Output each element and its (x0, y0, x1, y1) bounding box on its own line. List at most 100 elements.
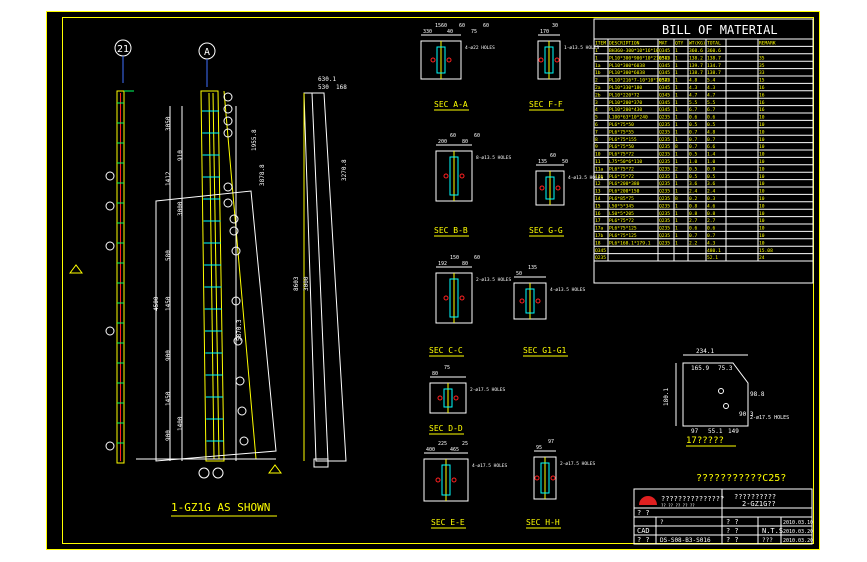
bom-cell: Q345 (659, 92, 670, 98)
sec-g-g-hole (555, 185, 561, 191)
part-bubble (223, 104, 233, 114)
sec-b-b-dim: 60 (474, 133, 480, 139)
bom-cell: 1b (595, 70, 601, 76)
sec-g1-g1-dim: 135 (528, 265, 537, 271)
sec-f-f-dim: 170 (540, 29, 549, 35)
company-logo (639, 496, 657, 505)
bom-cell: PL6*75*125 (609, 226, 637, 232)
dim-910: 910 (177, 150, 184, 161)
bom-cell: Q235 (659, 211, 670, 217)
bom-cell: 24 (759, 255, 765, 261)
side-view: 8603 3000 3270.8 630.1 530 168 (293, 76, 348, 468)
bom-cell: 2.4 (707, 189, 716, 195)
sec-d-d-hole (437, 395, 443, 401)
drawing-number: DS-S08-B3-S016 (660, 537, 711, 544)
bom-cell: L50*5*345 (609, 203, 634, 209)
bom-cell: 10 (759, 115, 765, 121)
company-name: ??????????????? (661, 495, 724, 503)
dim-630-1: 630.1 (318, 76, 336, 83)
bom-cell: 10 (759, 218, 765, 224)
dim-580: 580 (165, 250, 172, 261)
sec-b-b-hole (459, 173, 465, 179)
sec-g1-g1-stiffener (525, 288, 535, 314)
bom-cell: 17a (595, 226, 604, 232)
bom-cell: 2 (595, 78, 598, 84)
bom-cell: 0.8 (689, 203, 698, 209)
sec-a-a-hole (430, 57, 436, 63)
bom-cell: Q235 (659, 218, 670, 224)
sec-c-c-dim: 60 (474, 255, 480, 261)
sec-h-h-hole (534, 475, 540, 481)
bom-cell: 0.9 (707, 166, 716, 172)
bom-header-cell: WT(KG) (689, 41, 706, 47)
bom-cell: PL6*200*380 (609, 181, 640, 187)
sec-b-b-dim: 80 (462, 139, 468, 145)
outer-frame (46, 11, 820, 550)
bom-cell: Q235 (659, 226, 670, 232)
bom-cell: PL6*75*50 (609, 122, 634, 128)
bom-cell: 1 (675, 174, 678, 180)
bom-cell: 2a (595, 85, 601, 91)
bom-cell: Q235 (659, 196, 670, 202)
bom-header-cell: DESCRIPTION (609, 41, 640, 47)
sec-c-c-dim: 150 (450, 255, 459, 261)
dim-1450b: 1450 (165, 391, 172, 406)
sec-g1-g1-hole (519, 298, 525, 304)
bom-cell: 35 (759, 55, 765, 61)
bom-cell: 1 (675, 159, 678, 165)
drawing-name: ?????????? (734, 493, 776, 501)
bom-cell: 16 (759, 100, 765, 106)
bom-cell: 138.7 (707, 70, 721, 76)
bom-cell: 0.5 (707, 122, 716, 128)
bom-cell: 4 (595, 107, 598, 113)
bom-cell: 4.6 (707, 203, 716, 209)
dim-1955-8: 1955.8 (251, 129, 258, 151)
bom-cell: 360.6 (707, 48, 721, 54)
sec-e-e-dim: 225 (438, 441, 447, 447)
sec-g-g-dim: 135 (538, 159, 547, 165)
bom-cell: 0.6 (689, 226, 698, 232)
detail-17-plate (682, 362, 749, 427)
sec-g-g-stiffener (545, 176, 555, 200)
sec-g1-g1-label: SEC G1-G1 (523, 346, 567, 355)
sec-d-d-holes: 2-ø17.5 HOLES (470, 387, 506, 393)
detail-17: 234.1 165.9 75.3 180.1 98.8 90.3 97 55.1… (663, 348, 789, 447)
wind-frame-outline (155, 190, 277, 462)
sec-g1-g1-hole (535, 298, 541, 304)
sec-e-e-label: SEC E-E (431, 518, 465, 527)
bom-cell: 0.7 (689, 144, 698, 150)
part-bubble (223, 198, 233, 208)
bom-cell: 3 (595, 100, 598, 106)
bom-cell: Q345 (659, 48, 670, 54)
bom-cell: 1 (675, 233, 678, 239)
sec-a-a-dim: 75 (471, 29, 477, 35)
bom-cell: 9 (595, 144, 598, 150)
bom-cell: 18 (595, 240, 601, 246)
sec-g1-g1-dim: 50 (516, 271, 522, 277)
detail-17-dim-right: 75.3 (718, 365, 733, 372)
part-bubble (105, 171, 115, 181)
sec-g-g-hole (539, 185, 545, 191)
bom-cell: 4.7 (707, 92, 716, 98)
detail-17-dim-inner: 165.9 (691, 365, 709, 372)
bom-cell: 4.3 (689, 85, 698, 91)
sec-c-c-dim: 80 (462, 261, 468, 267)
bom-cell: Q345 (659, 100, 670, 106)
bom-cell: 52.1 (707, 255, 718, 261)
sec-d-d-dim: 75 (444, 365, 450, 371)
bom-header-cell: TOTAL (707, 41, 721, 47)
sec-d-d-stiffener (443, 388, 453, 408)
bom-cell: 8 (675, 196, 678, 202)
tb-row-label-4: ? ? (726, 527, 739, 535)
dim-3000-side: 3000 (303, 276, 310, 291)
bom-cell: 16 (595, 211, 601, 217)
bom-cell: 1 (675, 70, 678, 76)
tb-row-label-1: ? ? (637, 509, 650, 517)
bom-cell: 15 (759, 78, 765, 84)
bom-cell: 5.4 (707, 78, 716, 84)
sec-a-a-dim: 60 (459, 23, 465, 29)
bom-cell: 12 (595, 181, 601, 187)
bom-cell: Q235 (659, 189, 670, 195)
